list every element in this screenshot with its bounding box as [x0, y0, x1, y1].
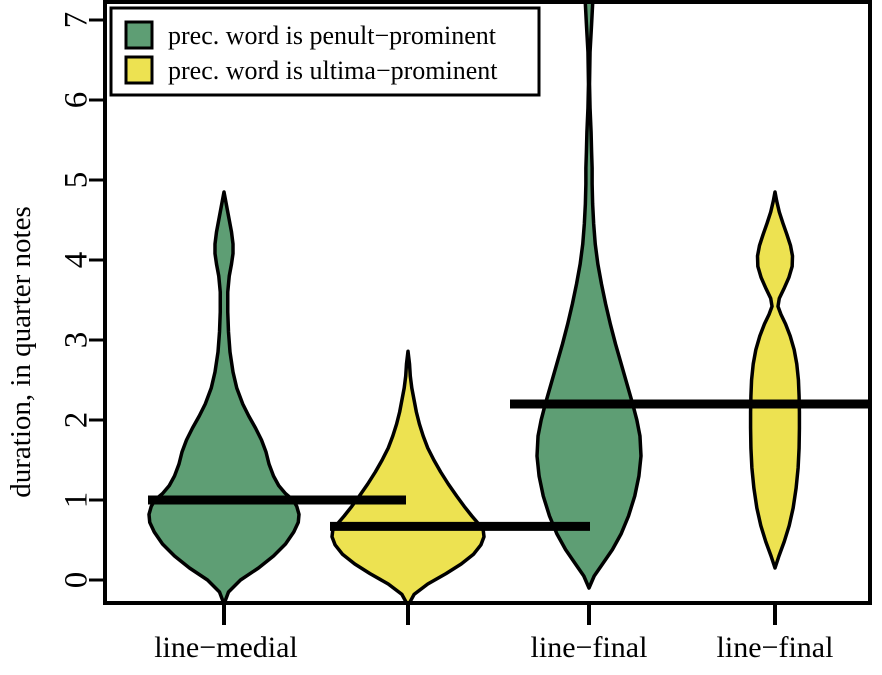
legend-box [109, 6, 541, 97]
x-category-label: line−medial [154, 631, 298, 664]
chart-legend: prec. word is penult−prominent prec. wor… [109, 6, 541, 97]
violin-shape [535, 4, 643, 590]
y-tick-label: 5 [59, 172, 95, 189]
y-tick-label: 4 [59, 252, 95, 269]
y-axis-title: duration, in quarter notes [5, 206, 37, 498]
y-tick-label: 6 [59, 92, 95, 109]
x-category-label: line−final [717, 631, 834, 664]
legend-label-ultima: prec. word is ultima−prominent [168, 56, 498, 85]
plot-frame [103, 0, 872, 605]
violin-shape [748, 190, 802, 570]
x-axis [222, 603, 777, 625]
legend-label-penult: prec. word is penult−prominent [168, 21, 497, 50]
y-tick-label: 1 [59, 492, 95, 509]
y-tick-label: 2 [59, 412, 95, 429]
median-lines-group [148, 399, 868, 531]
legend-swatch-ultima [124, 55, 154, 85]
y-tick-label: 0 [59, 572, 95, 589]
legend-swatch-penult [124, 20, 154, 50]
y-axis: 0 1 2 3 4 5 6 7 [59, 12, 105, 589]
y-tick-label: 3 [59, 332, 95, 349]
x-category-label: line−final [531, 631, 648, 664]
y-tick-label: 7 [59, 12, 95, 29]
category-labels: line−medial line−final line−final [154, 631, 833, 664]
